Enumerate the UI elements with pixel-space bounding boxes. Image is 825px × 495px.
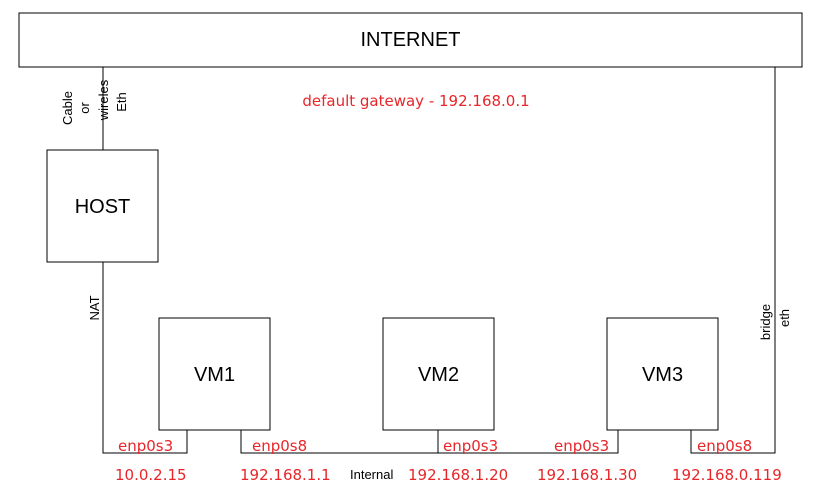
bridge-label: bridge	[758, 304, 773, 340]
vm2-label: VM2	[418, 364, 459, 386]
svg-text:or: or	[77, 102, 92, 114]
nat-link	[102, 262, 188, 454]
internet-node: INTERNET	[18, 12, 803, 68]
svg-text:Cable: Cable	[60, 91, 75, 125]
vm1-label: VM1	[194, 364, 235, 386]
vm3-label: VM3	[642, 364, 683, 386]
internal-network-label: Internal	[350, 467, 393, 482]
vm2-internal-ip: 192.168.1.20	[408, 466, 508, 484]
vm3-internal-ip: 192.168.1.30	[537, 466, 637, 484]
svg-text:Eth: Eth	[114, 92, 129, 112]
vm3-bridge-interface: enp0s8	[697, 437, 752, 455]
vm2-internal-interface: enp0s3	[443, 437, 498, 455]
host-uplink-label-eth: Eth	[114, 92, 129, 112]
bridge-link	[690, 67, 776, 454]
host-uplink-label-or: or	[77, 102, 92, 114]
svg-text:eth: eth	[777, 309, 792, 327]
host-uplink-label: Cable	[60, 91, 75, 125]
vm1-internal-ip: 192.168.1.1	[240, 466, 331, 484]
host-node: HOST	[46, 149, 159, 263]
vm3-node: VM3	[606, 317, 719, 431]
vm3-bridge-ip: 192.168.0.119	[672, 466, 782, 484]
internal-network-link	[240, 430, 619, 454]
vm1-node: VM1	[158, 317, 271, 431]
internet-label: INTERNET	[361, 29, 461, 51]
svg-text:NAT: NAT	[87, 295, 102, 320]
vm1-nat-ip: 10.0.2.15	[115, 466, 187, 484]
host-label: HOST	[75, 196, 131, 218]
vm3-internal-interface: enp0s3	[554, 437, 609, 455]
svg-text:wireles: wireles	[96, 79, 111, 121]
vm1-internal-interface: enp0s8	[252, 437, 307, 455]
svg-text:bridge: bridge	[758, 304, 773, 340]
vm1-nat-interface: enp0s3	[118, 437, 173, 455]
host-uplink-label-wireles: wireles	[96, 79, 111, 121]
default-gateway-label: default gateway - 192.168.0.1	[302, 92, 529, 110]
vm2-node: VM2	[382, 317, 495, 431]
bridge-label-eth: eth	[777, 309, 792, 327]
nat-label: NAT	[87, 295, 102, 320]
